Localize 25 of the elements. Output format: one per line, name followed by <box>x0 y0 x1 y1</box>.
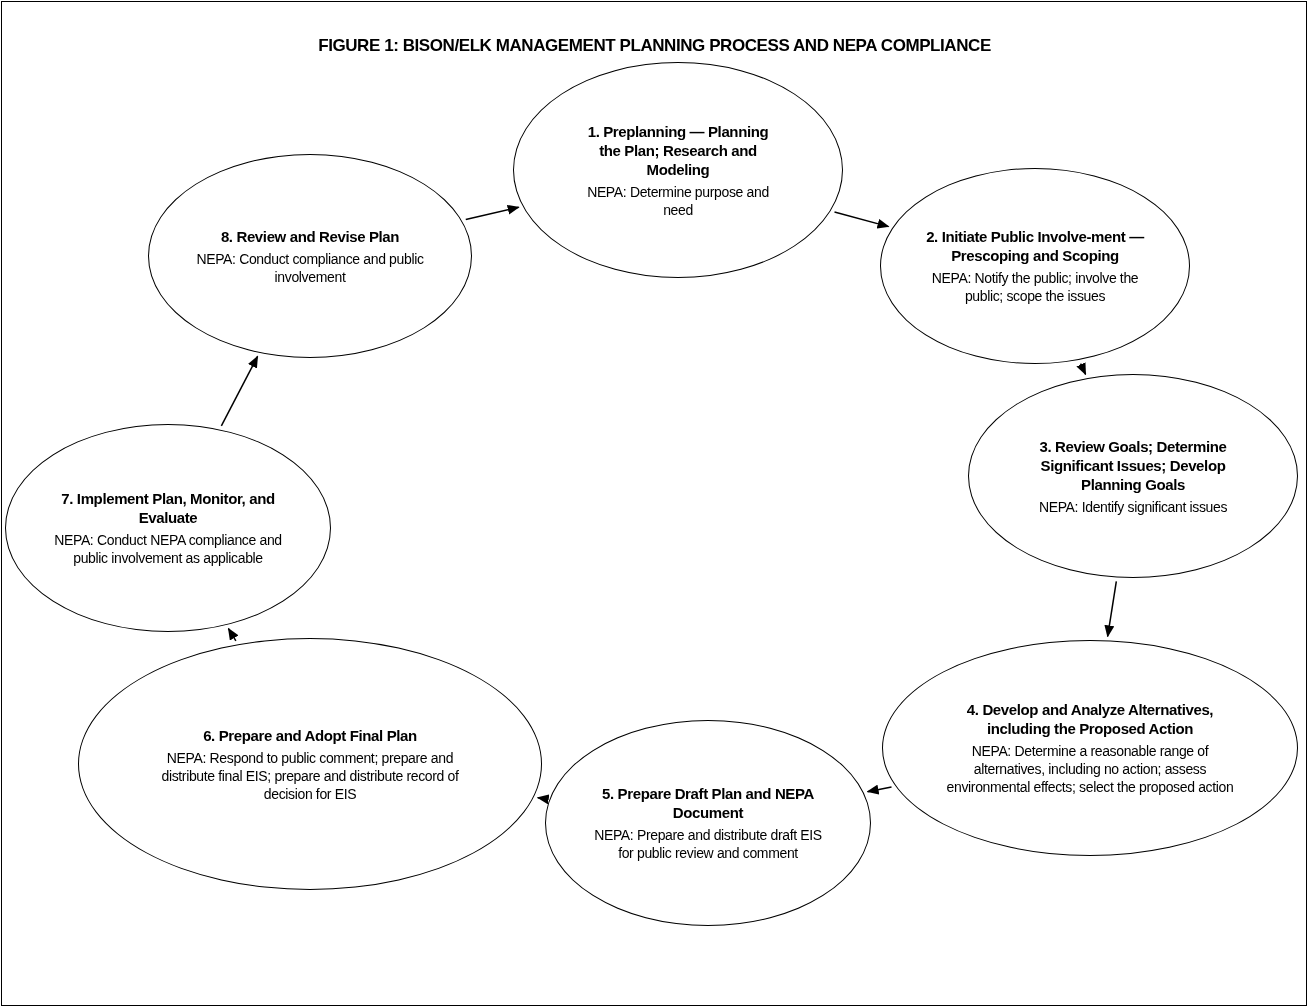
step-heading: 5. Prepare Draft Plan and NEPA Document <box>601 784 815 822</box>
step-description: NEPA: Determine a reasonable range of alternatives, including no action; assess environmental effects; select the proposed action <box>945 742 1235 796</box>
step-description: NEPA: Respond to public comment; prepare and distribute final EIS; prepare and distribute record of decision for EIS <box>160 748 460 803</box>
step-description: NEPA: Conduct compliance and public involvement <box>195 249 425 286</box>
step-heading: 4. Develop and Analyze Alternatives, including the Proposed Action <box>965 700 1215 738</box>
step-heading: 6. Prepare and Adopt Final Plan <box>202 725 418 745</box>
arrow <box>536 794 550 805</box>
step-heading: 3. Review Goals; Determine Significant Issues; Develop Planning Goals <box>1038 436 1228 494</box>
step-description: NEPA: Conduct NEPA compliance and public involvement as applicable <box>53 531 283 567</box>
arrow <box>465 204 520 221</box>
step-description: NEPA: Notify the public; involve the public; scope the issues <box>930 269 1140 305</box>
step-heading: 1. Preplanning — Planning the Plan; Research and Modeling <box>586 121 770 179</box>
step-description: NEPA: Identify significant issues <box>1037 497 1229 516</box>
step-description: NEPA: Prepare and distribute draft EIS for public review and comment <box>593 826 823 862</box>
arrow <box>866 784 893 795</box>
figure-title: FIGURE 1: BISON/ELK MANAGEMENT PLANNING PROCESS AND NEPA COMPLIANCE <box>317 35 992 57</box>
step-description: NEPA: Determine purpose and need <box>586 182 770 219</box>
arrow <box>220 355 259 427</box>
step-heading: 7. Implement Plan, Monitor, and Evaluate <box>60 489 276 527</box>
step-heading: 8. Review and Revise Plan <box>219 226 401 246</box>
arrow <box>833 211 890 229</box>
arrow <box>1076 362 1087 376</box>
arrow <box>227 627 239 642</box>
step-heading: 2. Initiate Public Involve-ment — Prescoping and Scoping <box>925 227 1146 265</box>
arrow <box>1104 580 1118 638</box>
